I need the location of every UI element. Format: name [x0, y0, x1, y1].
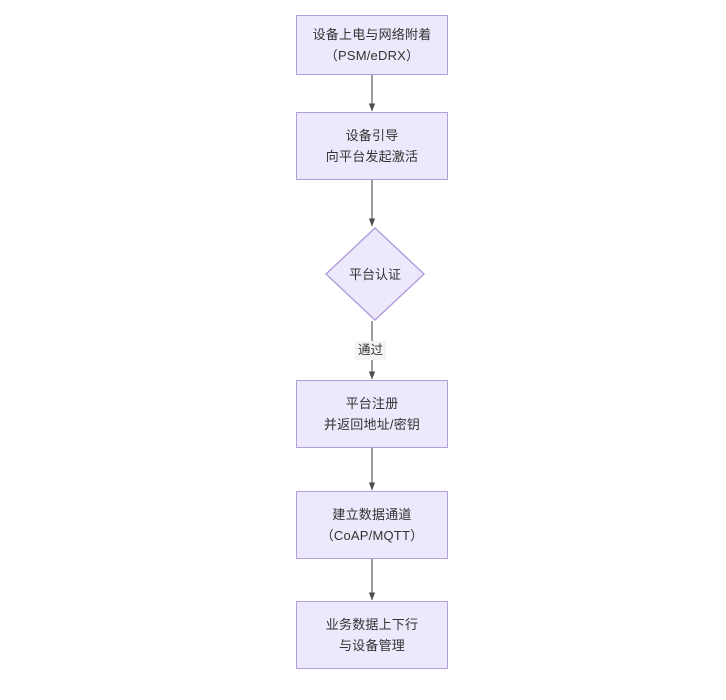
node-power-on-line-2: （PSM/eDRX）	[324, 48, 420, 63]
node-service-data[interactable]: 业务数据上下行 与设备管理	[296, 601, 448, 669]
node-platform-auth[interactable]: 平台认证	[325, 227, 425, 321]
node-platform-register-line-2: 并返回地址/密钥	[323, 417, 421, 432]
node-platform-auth-label: 平台认证	[348, 266, 401, 282]
node-platform-register[interactable]: 平台注册 并返回地址/密钥	[296, 380, 448, 448]
edge-label-pass: 通过	[355, 341, 387, 360]
node-data-channel-line-2: （CoAP/MQTT）	[320, 528, 424, 543]
node-platform-register-line-1: 平台注册	[345, 396, 399, 411]
node-bootstrap-line-1: 设备引导	[345, 128, 399, 143]
edge-label-pass-text: 通过	[358, 343, 384, 357]
diamond-shape	[325, 227, 425, 321]
node-power-on[interactable]: 设备上电与网络附着 （PSM/eDRX）	[296, 15, 448, 75]
node-service-data-line-2: 与设备管理	[338, 638, 405, 653]
node-data-channel-line-1: 建立数据通道	[332, 507, 412, 522]
node-bootstrap[interactable]: 设备引导 向平台发起激活	[296, 112, 448, 180]
node-bootstrap-line-2: 向平台发起激活	[325, 149, 419, 164]
node-data-channel[interactable]: 建立数据通道 （CoAP/MQTT）	[296, 491, 448, 559]
node-power-on-line-1: 设备上电与网络附着	[312, 27, 432, 42]
node-service-data-line-1: 业务数据上下行	[325, 617, 419, 632]
